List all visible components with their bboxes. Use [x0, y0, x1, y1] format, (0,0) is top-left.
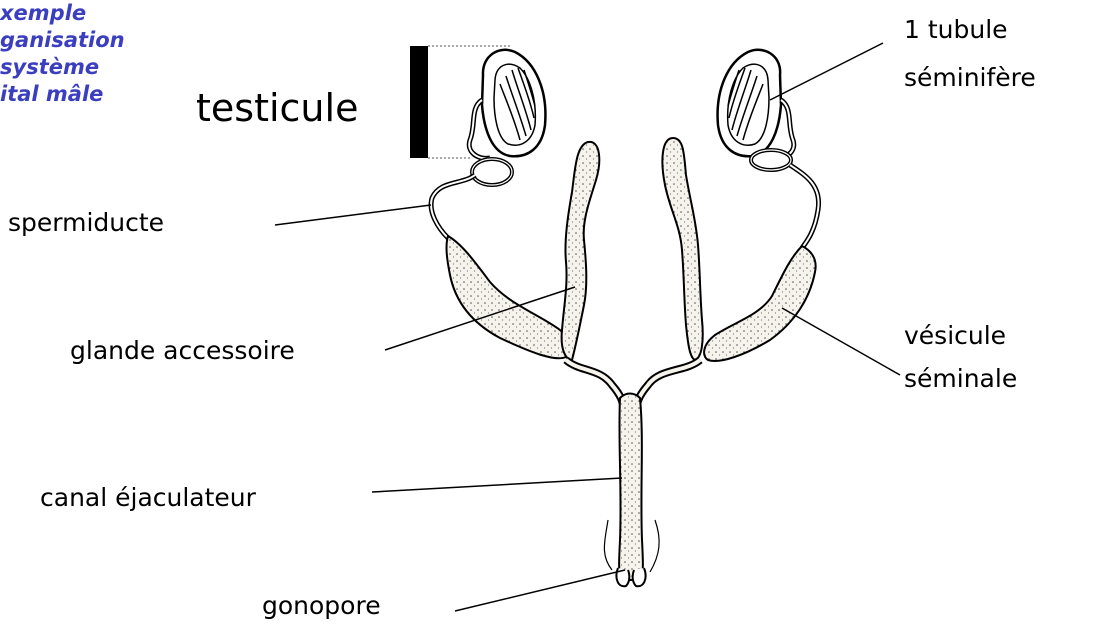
leader-gonopore [455, 570, 625, 611]
tubule-label-line1: 1 tubule [904, 14, 1008, 45]
right-testis [718, 50, 781, 156]
left-testis [482, 50, 545, 156]
leader-tubule [770, 43, 883, 100]
right-seminal-vesicle [704, 246, 816, 361]
leader-canal [372, 478, 622, 492]
spermiducte-label: spermiducte [8, 207, 164, 238]
tubule-label-line2: séminifère [904, 62, 1036, 93]
leader-vesicule [782, 308, 900, 375]
testicule-label: testicule [196, 86, 358, 130]
leader-spermiducte [275, 205, 431, 225]
vesicule-label-line2: séminale [904, 363, 1017, 394]
ejaculatory-canal [619, 394, 643, 581]
glande-label: glande accessoire [70, 335, 295, 366]
gonopore-label: gonopore [262, 590, 381, 621]
leader-lines [275, 43, 900, 611]
canal-label: canal éjaculateur [40, 482, 256, 513]
left-accessory-gland [562, 142, 600, 360]
right-accessory-gland [662, 138, 702, 360]
vesicule-label-line1: vésicule [904, 320, 1006, 351]
left-seminal-vesicle [447, 236, 570, 358]
